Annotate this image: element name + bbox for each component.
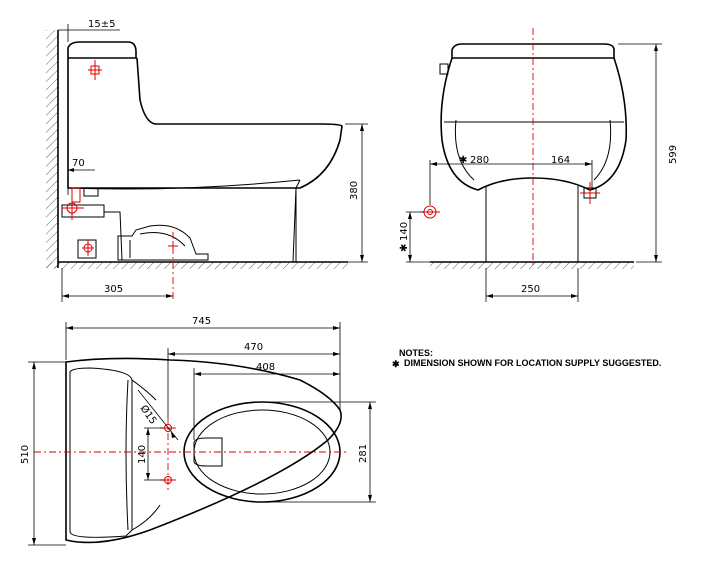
wall-hatch: [46, 30, 58, 268]
dim-305-arrow-right: [166, 294, 173, 298]
dim-599-label: 599: [668, 145, 679, 164]
dim-745-arrow-left: [66, 326, 73, 330]
top-tank: [69, 367, 133, 538]
dim-305-label: 305: [104, 284, 123, 295]
body-outline: [67, 57, 343, 189]
top-tank-edge: [125, 379, 129, 531]
dim-305-arrow-left: [62, 294, 69, 298]
top-view: 745 470 408 Ø15 140 510: [20, 316, 376, 546]
dim-70-arrow: [68, 168, 74, 172]
notes-line1: DIMENSION SHOWN FOR LOCATION SUPPLY SUGG…: [404, 358, 661, 368]
front-body: [440, 57, 628, 191]
dim-140f-label: 140: [399, 222, 410, 241]
supply-pipe-side: [62, 187, 99, 220]
dim-164-arrow: [585, 162, 592, 166]
dim-510-arrow-bot: [32, 538, 36, 545]
front-lid: [451, 43, 615, 59]
side-view: 15±5 70 380 305: [46, 19, 368, 302]
front-view: ✱ 280 164 ✱ 140 250 599: [399, 28, 679, 302]
dim-599-arrow-top: [654, 44, 658, 51]
dim-470-arrow-right: [333, 352, 340, 356]
floor-hatch-front: [430, 262, 634, 269]
drain-mark: [168, 241, 178, 251]
dim-470-arrow-left: [168, 352, 175, 356]
dim-281-arrow-bot: [368, 495, 372, 502]
dim-280-arrow: [430, 162, 437, 166]
notes-star: ✱: [392, 359, 400, 369]
tank-valve-symbol: [88, 60, 102, 80]
dim-280-label: 280: [470, 155, 489, 166]
dim-dia-leader: [137, 389, 179, 441]
notes-title: NOTES:: [399, 348, 433, 358]
front-inner-right: [593, 119, 612, 181]
dim-470-label: 470: [244, 342, 263, 353]
dim-dia-label: Ø15: [138, 403, 160, 427]
front-pedestal: [485, 186, 579, 262]
dim-140t-arrow-bot: [146, 473, 150, 480]
dim-140t-label: 140: [137, 445, 148, 464]
dim-408-arrow-right: [333, 372, 340, 376]
dim-280-star: ✱: [459, 155, 467, 166]
trapway: [61, 204, 209, 261]
dim-510-label: 510: [20, 445, 31, 464]
dim-gap-label: 15±5: [88, 19, 115, 30]
dim-dia-arrow: [171, 432, 176, 438]
dim-510-arrow-top: [32, 362, 36, 369]
top-tank-curve-a: [131, 379, 157, 401]
dim-250-arrow-right: [571, 294, 578, 298]
dim-281-label: 281: [358, 444, 369, 463]
top-tank-curve-b: [131, 504, 161, 531]
dim-140t-arrow-top: [146, 428, 150, 435]
dim-599-arrow-bot: [654, 255, 658, 262]
dim-250-arrow-left: [486, 294, 493, 298]
dim-380-arrow-bot: [360, 255, 364, 262]
notes-block: NOTES: ✱ DIMENSION SHOWN FOR LOCATION SU…: [392, 348, 661, 369]
floor-hatch-side: [46, 262, 348, 269]
dim-380-arrow-top: [360, 124, 364, 131]
front-supply-fitting: [580, 182, 600, 204]
dim-140f-arrow-bot: [408, 255, 412, 262]
floor-bolt-side: [82, 240, 94, 256]
dim-140f-star: ✱: [399, 244, 410, 252]
top-outline: [65, 357, 342, 544]
front-inner-left: [454, 119, 475, 181]
dim-164-label: 164: [551, 155, 570, 166]
dim-281-arrow-top: [368, 402, 372, 409]
dim-745-arrow-right: [333, 326, 340, 330]
flush-knob: [439, 63, 449, 75]
dim-70-label: 70: [72, 158, 85, 169]
dim-408-arrow-left: [194, 372, 201, 376]
dim-380-label: 380: [349, 181, 360, 200]
dim-250-label: 250: [521, 284, 540, 295]
tank-lid: [67, 41, 137, 59]
dim-745-label: 745: [192, 316, 211, 327]
dim-140f-arrow-top: [408, 212, 412, 219]
top-drain: [193, 437, 223, 467]
bowl-rim: [67, 179, 301, 190]
dim-408-label: 408: [256, 362, 275, 373]
